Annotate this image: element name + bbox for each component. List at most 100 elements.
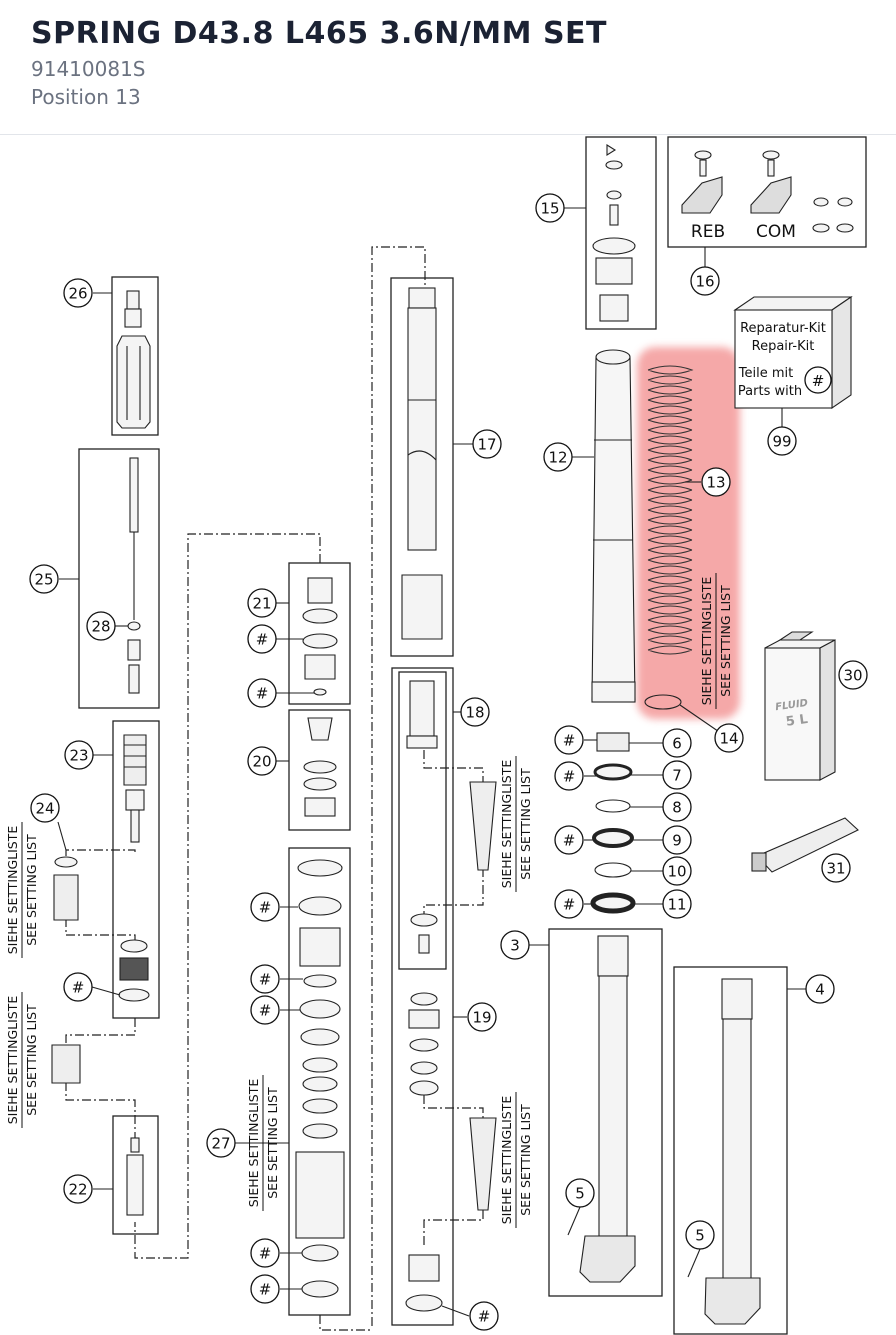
- callout-number-12-23: 12: [548, 449, 567, 467]
- part-title: SPRING D43.8 L465 3.6N/MM SET: [31, 16, 608, 51]
- part-number: 91410081S: [31, 57, 146, 81]
- callout-number-hash-29: #: [563, 896, 576, 914]
- callout-circle-16-22: [690, 266, 720, 296]
- callout-number-6-30: 6: [672, 735, 682, 753]
- callout-number-15-21: 15: [540, 200, 559, 218]
- callout-circle-17-17: [472, 429, 502, 459]
- callout-circle-31-42: [821, 853, 851, 883]
- callout-circle-19-19: [467, 1002, 497, 1032]
- callout-circle-21-7: [247, 588, 277, 618]
- callout-number-hash-9: #: [256, 685, 269, 703]
- callout-circle-hash-11: [250, 892, 280, 922]
- callout-number-26-0: 26: [68, 285, 87, 303]
- callout-circle-9-33: [662, 825, 692, 855]
- callout-number-hash-15: #: [259, 1245, 272, 1263]
- setting-note-de-5: SIEHE SETTINGLISTE: [499, 1096, 514, 1225]
- callout-number-27-14: 27: [211, 1135, 230, 1153]
- callout-circle-99-40: [767, 426, 797, 456]
- callout-number-hash-8: #: [256, 631, 269, 649]
- callout-number-10-34: 10: [667, 863, 686, 881]
- callout-number-13-24: 13: [706, 474, 725, 492]
- callout-number-5-39: 5: [695, 1227, 705, 1245]
- callout-circle-11-35: [662, 889, 692, 919]
- callout-number-21-7: 21: [252, 595, 271, 613]
- diagram-labels: REB COM Reparatur-Kit Repair-Kit Teile m…: [691, 222, 832, 730]
- callout-number-17-17: 17: [477, 436, 496, 454]
- setting-note-en-2: SEE SETTING LIST: [24, 1004, 39, 1116]
- callout-number-hash-12: #: [259, 971, 272, 989]
- callout-circle-hash-28: [554, 825, 584, 855]
- callout-number-23-3: 23: [69, 747, 88, 765]
- leader-lines: [57, 207, 806, 1317]
- setting-note-de-2: SIEHE SETTINGLISTE: [5, 996, 20, 1125]
- callout-number-28-2: 28: [91, 618, 110, 636]
- callout-number-18-18: 18: [465, 704, 484, 722]
- callout-circle-hash-8: [247, 624, 277, 654]
- callout-number-hash-28: #: [563, 832, 576, 850]
- callout-number-14-25: 14: [719, 730, 738, 748]
- callout-number-hash-27: #: [563, 768, 576, 786]
- callout-circle-5-39: [685, 1220, 715, 1250]
- callout-circle-hash-12: [250, 964, 280, 994]
- callout-number-30-41: 30: [843, 667, 862, 685]
- callout-circle-hash-27: [554, 761, 584, 791]
- setting-note-en-6: SEE SETTING LIST: [718, 585, 733, 697]
- fluid-label: FLUID: [775, 698, 809, 713]
- callout-number-11-35: 11: [667, 896, 686, 914]
- callout-number-hash-11: #: [259, 899, 272, 917]
- callout-number-hash-16: #: [259, 1281, 272, 1299]
- callout-circle-3-36: [500, 930, 530, 960]
- callout-circle-6-30: [662, 728, 692, 758]
- callout-number-hash-26: #: [563, 732, 576, 750]
- reb-label: REB: [691, 222, 725, 242]
- exploded-parts-diagram: 2625282324#2221##20###27##171819#1516121…: [5, 136, 868, 1335]
- callout-circle-hash-15: [250, 1238, 280, 1268]
- callout-circle-25-1: [29, 564, 59, 594]
- callout-number-hash-5: #: [72, 979, 85, 997]
- dash-dot-connectors: [65, 246, 484, 1331]
- callout-number-31-42: 31: [826, 860, 845, 878]
- callout-circle-20-10: [247, 746, 277, 776]
- repair-kit-parts-de: Teile mit: [738, 366, 793, 381]
- callout-circle-4-37: [805, 974, 835, 1004]
- callout-number-9-33: 9: [672, 832, 682, 850]
- part-position: Position 13: [31, 85, 141, 109]
- callout-number-25-1: 25: [34, 571, 53, 589]
- parts-drawings: [51, 144, 859, 1325]
- callout-circle-22-6: [63, 1174, 93, 1204]
- callout-circle-hash-5: [63, 972, 93, 1002]
- callout-circle-hash-26: [554, 725, 584, 755]
- callout-number-7-31: 7: [672, 767, 682, 785]
- callout-circle-24-4: [30, 793, 60, 823]
- setting-note-en-1: SEE SETTING LIST: [24, 834, 39, 946]
- callout-circle-hash-13: [250, 995, 280, 1025]
- setting-note-de-1: SIEHE SETTINGLISTE: [5, 826, 20, 955]
- repair-kit-symbol: #: [812, 372, 825, 390]
- callout-circle-10-34: [662, 856, 692, 886]
- spring-13: [647, 365, 694, 655]
- callout-number-19-19: 19: [472, 1009, 491, 1027]
- callout-circle-13-24: [701, 467, 731, 497]
- callout-number-4-37: 4: [815, 981, 825, 999]
- callout-circle-hash-20: [469, 1301, 499, 1331]
- setting-note-de-4: SIEHE SETTINGLISTE: [499, 760, 514, 889]
- setting-note-en-5: SEE SETTING LIST: [518, 1104, 533, 1216]
- callout-number-20-10: 20: [252, 753, 271, 771]
- callout-circle-8-32: [662, 792, 692, 822]
- callout-circle-7-31: [662, 760, 692, 790]
- setting-note-en-4: SEE SETTING LIST: [518, 768, 533, 880]
- com-label: COM: [756, 222, 796, 242]
- callout-circle-hash-9: [247, 678, 277, 708]
- callout-number-8-32: 8: [672, 799, 682, 817]
- callout-circle-14-25: [714, 723, 744, 753]
- callout-numbers: 2625282324#2221##20###27##171819#1516121…: [29, 193, 868, 1331]
- callout-circle-hash-16: [250, 1274, 280, 1304]
- callout-circle-15-21: [535, 193, 565, 223]
- repair-kit-de: Reparatur-Kit: [740, 321, 826, 336]
- callout-circle-30-41: [838, 660, 868, 690]
- callout-number-99-40: 99: [772, 433, 791, 451]
- callout-circle-12-23: [543, 442, 573, 472]
- fluid-volume: 5 L: [785, 712, 809, 730]
- callout-circle-hash-29: [554, 889, 584, 919]
- repair-kit-en: Repair-Kit: [752, 339, 815, 354]
